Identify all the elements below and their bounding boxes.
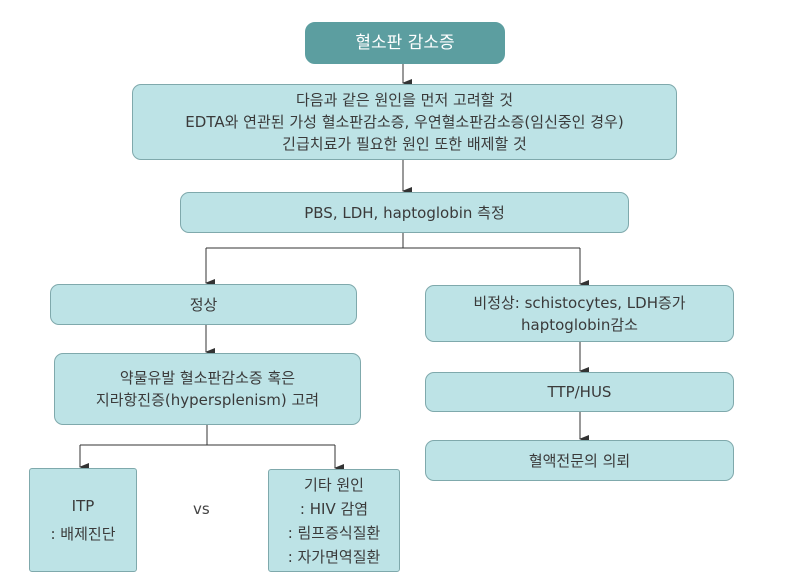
node-text-line: 지라항진증(hypersplenism) 고려 (95, 391, 320, 409)
node-text-line: : 배제진단 (50, 525, 116, 543)
node-text: 정상 (189, 295, 218, 314)
node-text: PBS, LDH, haptoglobin 측정 (304, 203, 505, 222)
node-text-line: 기타 원인 (304, 475, 364, 494)
node-text-line: : HIV 감염 (299, 499, 369, 518)
lab-tests-node: PBS, LDH, haptoglobin 측정 (180, 192, 629, 233)
node-text-line: ITP (71, 497, 95, 515)
other-causes-node: 기타 원인 : HIV 감염 : 림프증식질환 : 자가면역질환 (268, 469, 400, 572)
node-text-line: 다음과 같은 원인을 먼저 고려할 것 (295, 91, 514, 109)
node-text-line: 긴급치료가 필요한 원인 또한 배제할 것 (282, 135, 527, 153)
node-text-line: haptoglobin감소 (521, 315, 638, 334)
node-text-line: EDTA와 연관된 가성 혈소판감소증, 우연혈소판감소증(임신중인 경우) (185, 113, 624, 131)
ttp-hus-node: TTP/HUS (425, 372, 734, 412)
node-text: TTP/HUS (547, 383, 612, 401)
node-text-line: 비정상: schistocytes, LDH증가 (473, 293, 686, 312)
vs-label: VS (193, 500, 210, 518)
consider-drug-hypersplenism-node: 약물유발 혈소판감소증 혹은 지라항진증(hypersplenism) 고려 (54, 353, 361, 425)
itp-node: ITP : 배제진단 (29, 468, 137, 572)
abnormal-result-node: 비정상: schistocytes, LDH증가 haptoglobin감소 (425, 285, 734, 342)
normal-result-node: 정상 (50, 284, 357, 325)
title-node: 혈소판 감소증 (305, 22, 505, 64)
node-text-line: : 자가면역질환 (287, 547, 381, 566)
hematology-referral-node: 혈액전문의 의뢰 (425, 440, 734, 481)
node-text-line: : 림프증식질환 (287, 523, 381, 542)
initial-considerations-node: 다음과 같은 원인을 먼저 고려할 것 EDTA와 연관된 가성 혈소판감소증,… (132, 84, 677, 160)
node-text: 혈액전문의 의뢰 (528, 451, 631, 470)
title-text: 혈소판 감소증 (355, 33, 455, 53)
node-text-line: 약물유발 혈소판감소증 혹은 (119, 369, 296, 387)
